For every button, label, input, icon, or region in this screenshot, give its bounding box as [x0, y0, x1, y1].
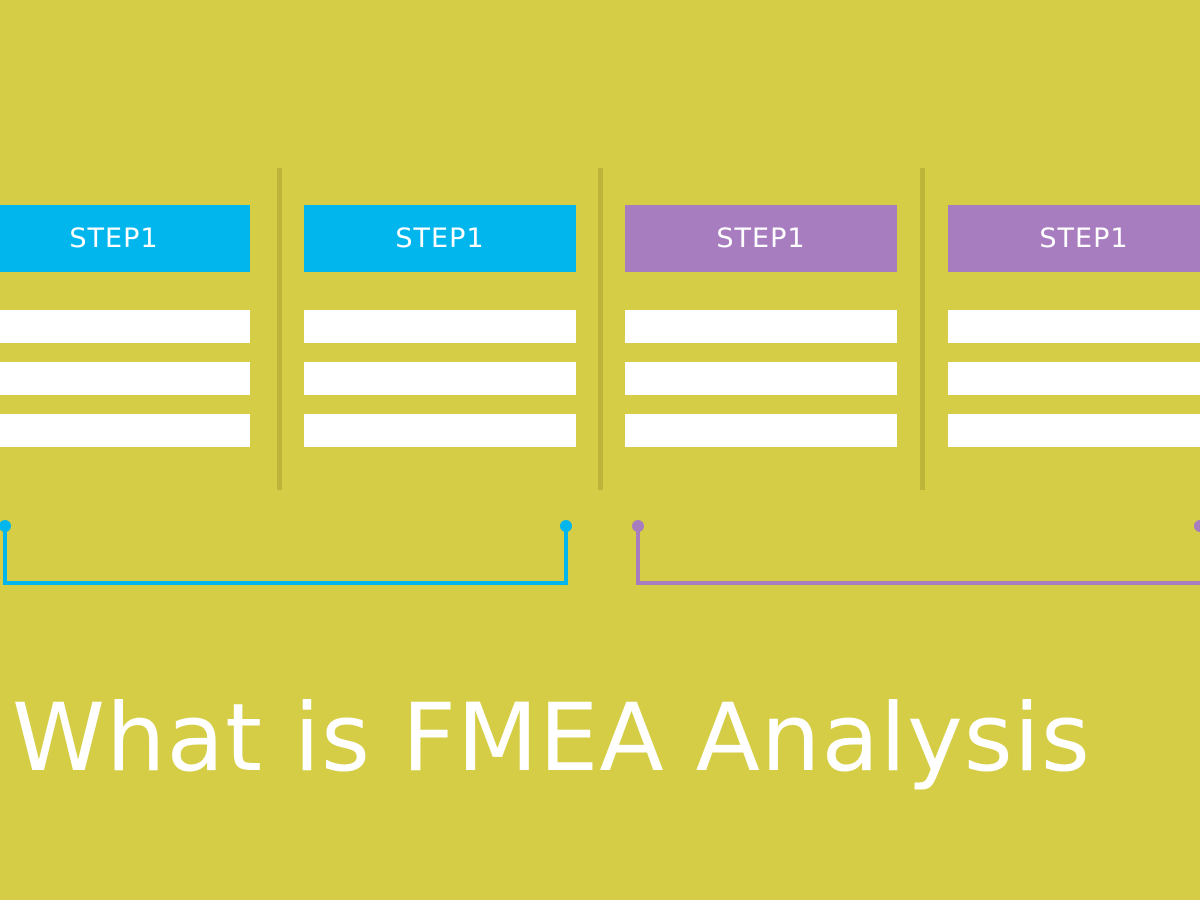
step-row	[0, 362, 250, 395]
blue-bracket	[0, 520, 572, 585]
purple-bracket-line	[636, 526, 1200, 585]
step-header: STEP1	[304, 205, 576, 272]
purple-bracket-endpoint	[632, 520, 644, 532]
purple-bracket-endpoint	[1194, 520, 1200, 532]
step-row	[304, 310, 576, 343]
step-card-3: STEP1	[625, 205, 897, 447]
headline-title: What is FMEA Analysis	[12, 684, 1091, 793]
step-row	[948, 362, 1200, 395]
step-card-4: STEP1	[948, 205, 1200, 447]
column-divider	[920, 168, 925, 490]
step-row	[0, 414, 250, 447]
step-header: STEP1	[948, 205, 1200, 272]
blue-bracket-endpoint	[0, 520, 11, 532]
step-row	[625, 414, 897, 447]
step-row	[625, 362, 897, 395]
step-row	[625, 310, 897, 343]
purple-bracket	[632, 520, 1200, 585]
step-row	[304, 414, 576, 447]
blue-bracket-endpoint	[560, 520, 572, 532]
column-divider	[598, 168, 603, 490]
step-row	[948, 310, 1200, 343]
blue-bracket-line	[3, 526, 568, 585]
step-header: STEP1	[0, 205, 250, 272]
column-divider	[277, 168, 282, 490]
step-card-2: STEP1	[304, 205, 576, 447]
step-row	[948, 414, 1200, 447]
step-row	[0, 310, 250, 343]
step-row	[304, 362, 576, 395]
step-card-1: STEP1	[0, 205, 250, 447]
step-header: STEP1	[625, 205, 897, 272]
